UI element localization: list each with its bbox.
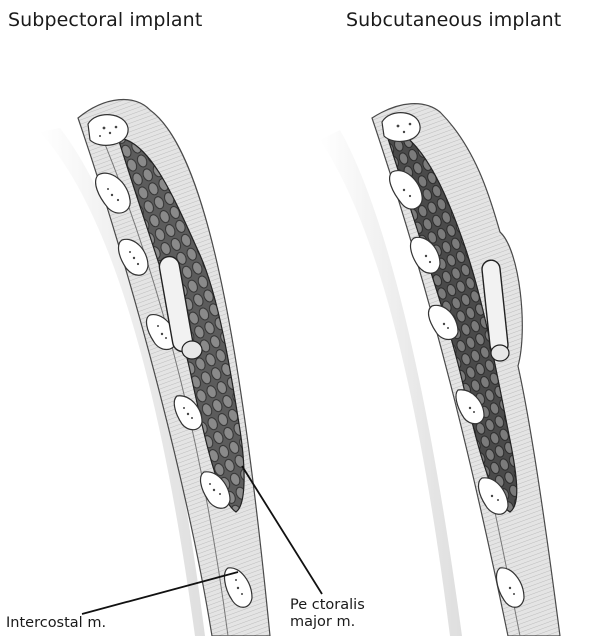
subcutaneous-panel xyxy=(320,104,560,636)
subpectoral-panel xyxy=(40,100,270,636)
intercostal-label: Intercostal m. xyxy=(6,615,106,632)
pectoralis-label: Pe ctoralis major m. xyxy=(290,597,365,631)
pectoralis-label-line2: major m. xyxy=(290,614,365,631)
pectoralis-label-line1: Pe ctoralis xyxy=(290,597,365,614)
